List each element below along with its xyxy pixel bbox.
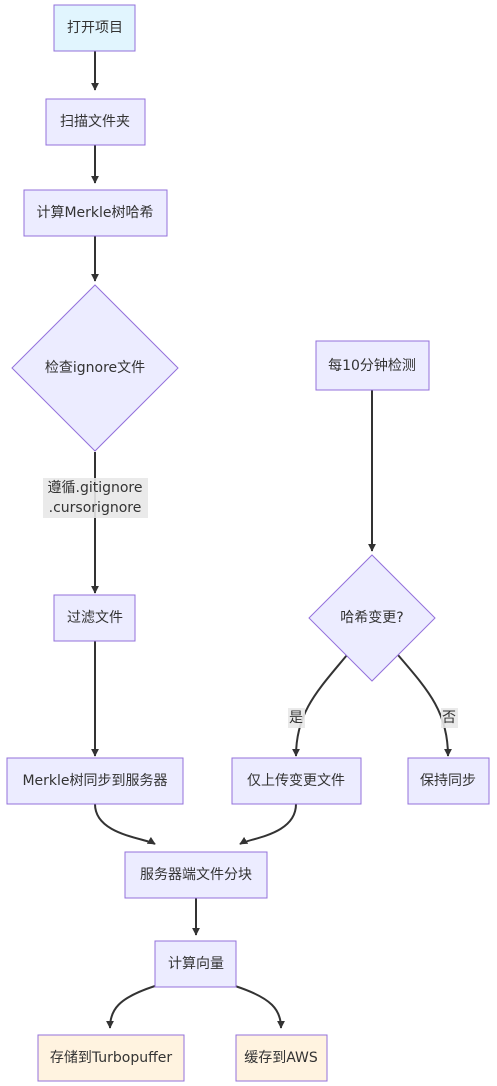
edge-label-ignore: 遵循.gitignore .cursorignore [43, 478, 148, 518]
node-scan-folder-label: 扫描文件夹 [60, 114, 130, 130]
edge-label-yes-text: 是 [289, 710, 303, 726]
node-filter-files: 过滤文件 [53, 594, 136, 642]
edge-label-ignore-line2: .cursorignore [49, 500, 142, 516]
node-compute-merkle-label: 计算Merkle树哈希 [36, 205, 153, 221]
node-upload-changed-label: 仅上传变更文件 [247, 773, 345, 789]
node-compute-vectors-label: 计算向量 [168, 956, 224, 972]
node-keep-sync: 保持同步 [407, 757, 490, 805]
edges [91, 51, 452, 1029]
node-check-ignore-label: 检查ignore文件 [45, 360, 145, 376]
node-detect-every-10min-label: 每10分钟检测 [328, 357, 416, 374]
node-server-chunk-label: 服务器端文件分块 [140, 867, 252, 883]
node-open-project: 打开项目 [53, 4, 136, 52]
node-hash-changed-label: 哈希变更? [340, 610, 403, 626]
node-compute-merkle: 计算Merkle树哈希 [23, 189, 168, 237]
node-open-project-label: 打开项目 [67, 19, 123, 36]
node-filter-files-label: 过滤文件 [67, 610, 123, 626]
node-hash-changed: 哈希变更? [308, 554, 436, 682]
node-server-chunk: 服务器端文件分块 [124, 851, 268, 899]
edge-hash-to-upload [292, 654, 348, 757]
edge-label-ignore-line1: 遵循.gitignore [48, 479, 143, 496]
node-merkle-sync: Merkle树同步到服务器 [6, 757, 184, 805]
node-scan-folder: 扫描文件夹 [45, 98, 146, 146]
node-keep-sync-label: 保持同步 [420, 773, 476, 789]
edge-label-no-text: 否 [442, 710, 456, 726]
node-store-turbopuffer: 存储到Turbopuffer [37, 1034, 185, 1082]
node-store-turbopuffer-label: 存储到Turbopuffer [50, 1050, 173, 1066]
edge-merklesync-to-chunk [94, 803, 156, 845]
node-cache-aws-label: 缓存到AWS [244, 1050, 318, 1066]
node-merkle-sync-label: Merkle树同步到服务器 [22, 773, 167, 789]
edge-label-yes: 是 [288, 708, 305, 728]
node-check-ignore: 检查ignore文件 [11, 284, 179, 452]
node-upload-changed: 仅上传变更文件 [231, 757, 362, 805]
node-compute-vectors: 计算向量 [154, 940, 237, 988]
edge-upload-to-chunk [239, 803, 297, 845]
edge-label-no: 否 [441, 708, 458, 728]
edge-hash-to-keep [397, 654, 452, 757]
edge-vectors-to-turbopuffer [106, 985, 156, 1029]
node-cache-aws: 缓存到AWS [235, 1034, 328, 1082]
edge-vectors-to-aws [234, 985, 285, 1029]
node-detect-every-10min: 每10分钟检测 [315, 340, 430, 391]
